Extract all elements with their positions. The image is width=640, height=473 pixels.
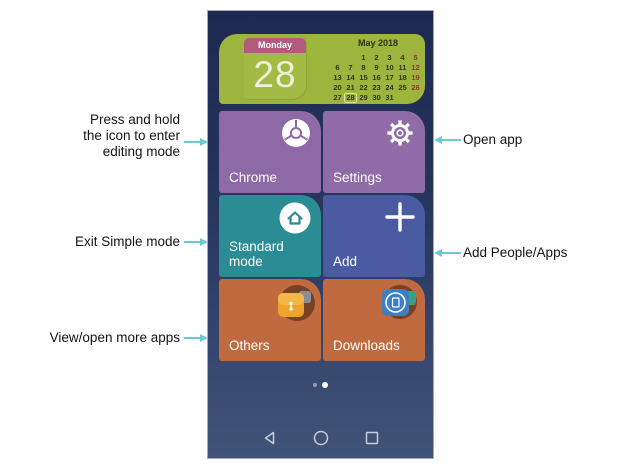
annotation-press-hold: Press and hold the icon to enter editing… bbox=[83, 112, 180, 160]
calendar-day: 13 bbox=[333, 73, 342, 82]
annotation-view-more: View/open more apps bbox=[50, 330, 180, 346]
calendar-day: 15 bbox=[359, 73, 368, 82]
leader-line bbox=[441, 139, 461, 141]
calendar-day bbox=[396, 93, 409, 103]
tile-chrome[interactable]: Chrome bbox=[219, 111, 321, 193]
annotation-line: Add People/Apps bbox=[463, 245, 568, 260]
tile-label: Standard mode bbox=[229, 239, 284, 269]
annotation-add-people: Add People/Apps bbox=[463, 245, 567, 261]
tile-settings[interactable]: Settings bbox=[323, 111, 425, 193]
calendar-day: 10 bbox=[385, 63, 394, 72]
calendar-day: 25 bbox=[398, 83, 407, 92]
calendar-day: 14 bbox=[346, 73, 355, 82]
annotation-line: View/open more apps bbox=[49, 330, 180, 345]
gear-icon bbox=[385, 118, 415, 153]
date-card: Monday 28 bbox=[244, 38, 306, 99]
calendar-day: 12 bbox=[411, 63, 420, 72]
calendar-day: 17 bbox=[385, 73, 394, 82]
calendar-day: 1 bbox=[361, 53, 366, 62]
back-button[interactable] bbox=[262, 430, 278, 451]
weekday-label: Monday bbox=[244, 38, 306, 53]
arrowhead-icon bbox=[434, 136, 442, 144]
leader-line bbox=[184, 337, 201, 339]
tile-grid: Chrome bbox=[219, 111, 425, 361]
calendar-day: 28 bbox=[344, 93, 357, 103]
annotation-line: editing mode bbox=[102, 144, 180, 159]
calendar-day: 11 bbox=[398, 63, 407, 72]
calendar-day: 16 bbox=[372, 73, 381, 82]
annotation-line: Exit Simple mode bbox=[74, 234, 180, 249]
calendar-day: 9 bbox=[374, 63, 379, 72]
plus-icon bbox=[385, 202, 415, 237]
arrowhead-icon bbox=[200, 138, 208, 146]
calendar-day: 27 bbox=[333, 93, 342, 102]
calendar-day: 6 bbox=[335, 63, 340, 72]
annotation-exit-simple: Exit Simple mode bbox=[75, 234, 180, 250]
briefcase-icon bbox=[271, 283, 317, 330]
calendar-day: 21 bbox=[346, 83, 355, 92]
annotation-line: Press and hold bbox=[89, 112, 180, 127]
calendar-day bbox=[331, 53, 344, 63]
calendar-day: 24 bbox=[385, 83, 394, 92]
tile-label: Others bbox=[229, 338, 270, 353]
calendar-day: 19 bbox=[411, 73, 420, 82]
calendar-day: 26 bbox=[411, 83, 420, 92]
calendar-day: 3 bbox=[387, 53, 392, 62]
annotation-line: Open app bbox=[463, 132, 523, 147]
arrowhead-icon bbox=[200, 334, 208, 342]
calendar-day: 23 bbox=[372, 83, 381, 92]
calendar-day: 20 bbox=[333, 83, 342, 92]
page-dot bbox=[313, 383, 317, 387]
leader-line bbox=[184, 141, 201, 143]
annotation-open-app: Open app bbox=[463, 132, 522, 148]
calendar-day: 31 bbox=[385, 93, 394, 102]
tile-label: Add bbox=[333, 254, 358, 269]
tile-add[interactable]: Add bbox=[323, 195, 425, 277]
home-button[interactable] bbox=[313, 430, 329, 451]
calendar-day: 2 bbox=[374, 53, 379, 62]
arrowhead-icon bbox=[200, 238, 208, 246]
calendar-day: 18 bbox=[398, 73, 407, 82]
calendar-day: 29 bbox=[359, 93, 368, 102]
calendar-day: 7 bbox=[348, 63, 353, 72]
arrowhead-icon bbox=[434, 249, 442, 257]
calendar-day: 22 bbox=[359, 83, 368, 92]
calendar-day: 30 bbox=[372, 93, 381, 102]
tile-others[interactable]: Others bbox=[219, 279, 321, 361]
leader-line bbox=[441, 252, 461, 254]
page-indicator bbox=[208, 382, 433, 388]
recents-button[interactable] bbox=[364, 430, 380, 451]
navigation-bar bbox=[208, 430, 433, 451]
annotation-line: the icon to enter bbox=[83, 128, 180, 143]
tile-label: Settings bbox=[333, 170, 382, 185]
month-title: May 2018 bbox=[358, 38, 399, 48]
tile-standard-mode[interactable]: Standard mode bbox=[219, 195, 321, 277]
calendar-day: 8 bbox=[361, 63, 366, 72]
calendar-day: 4 bbox=[400, 53, 405, 62]
chrome-icon bbox=[281, 118, 311, 153]
tile-downloads[interactable]: Downloads bbox=[323, 279, 425, 361]
leader-line bbox=[184, 241, 201, 243]
day-number: 28 bbox=[253, 54, 297, 95]
tile-label: Downloads bbox=[333, 338, 400, 353]
calendar-day bbox=[409, 93, 422, 103]
tile-label: Chrome bbox=[229, 170, 278, 185]
calendar-day: 5 bbox=[413, 53, 418, 62]
home-icon bbox=[279, 202, 311, 239]
downloads-icon bbox=[377, 284, 419, 327]
calendar-day bbox=[344, 53, 357, 63]
page-dot bbox=[322, 382, 328, 388]
